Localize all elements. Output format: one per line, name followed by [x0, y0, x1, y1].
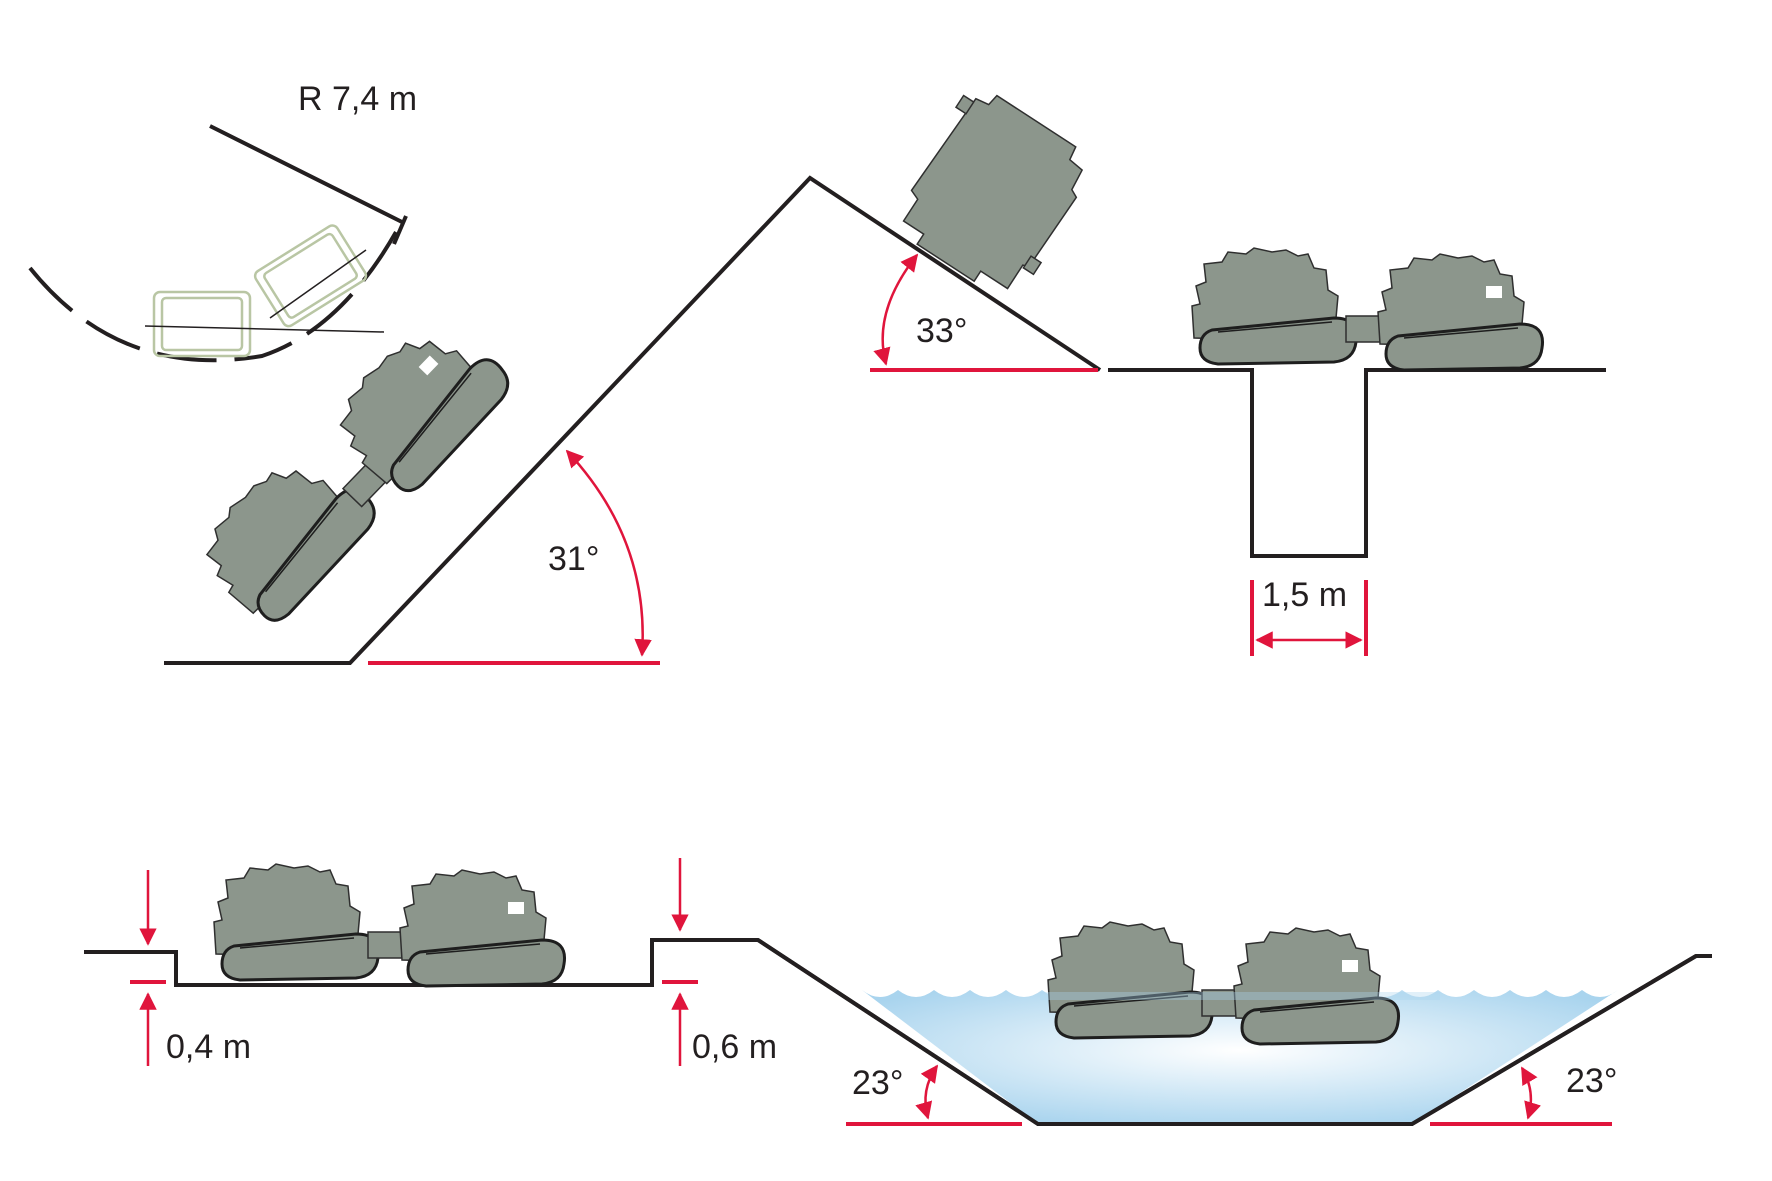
exit-angle-arrow: [1520, 1066, 1541, 1120]
vehicle-step: [214, 864, 565, 986]
water-basin-outline: [756, 938, 1698, 1126]
step-up-label: 0,6 m: [692, 1028, 777, 1066]
trench-width-label: 1,5 m: [1262, 576, 1347, 614]
vehicle-outline-turning: [144, 224, 385, 358]
radius-end-tick: [392, 215, 408, 245]
trench-scene: 1,5 m: [1108, 248, 1606, 656]
entry-angle-label: 23°: [852, 1064, 903, 1102]
turning-radius-label: R 7,4 m: [298, 80, 417, 118]
climb-scene: 31° 33°: [164, 94, 1102, 665]
turning-arc: [28, 231, 398, 363]
side-slope-angle-arrow: [873, 253, 919, 366]
waterline-overlay: [1040, 992, 1440, 1000]
water-body: [862, 990, 1618, 1124]
hill-terrain: [164, 175, 1102, 665]
turning-radius-scene: R 7,4 m: [28, 80, 417, 363]
climb-angle-label: 31°: [548, 540, 599, 578]
radius-line: [209, 124, 403, 224]
vehicle-side-slope: [902, 94, 1084, 290]
climb-angle-arrow: [565, 449, 652, 657]
water-scene: 23° 23°: [756, 922, 1698, 1126]
entry-angle-arrow: [915, 1064, 939, 1120]
side-slope-angle-label: 33°: [916, 312, 967, 350]
exit-angle-label: 23°: [1566, 1062, 1617, 1100]
step-down-label: 0,4 m: [166, 1028, 251, 1066]
vehicle-trench: [1192, 248, 1543, 370]
trench-terrain: [1108, 368, 1606, 558]
